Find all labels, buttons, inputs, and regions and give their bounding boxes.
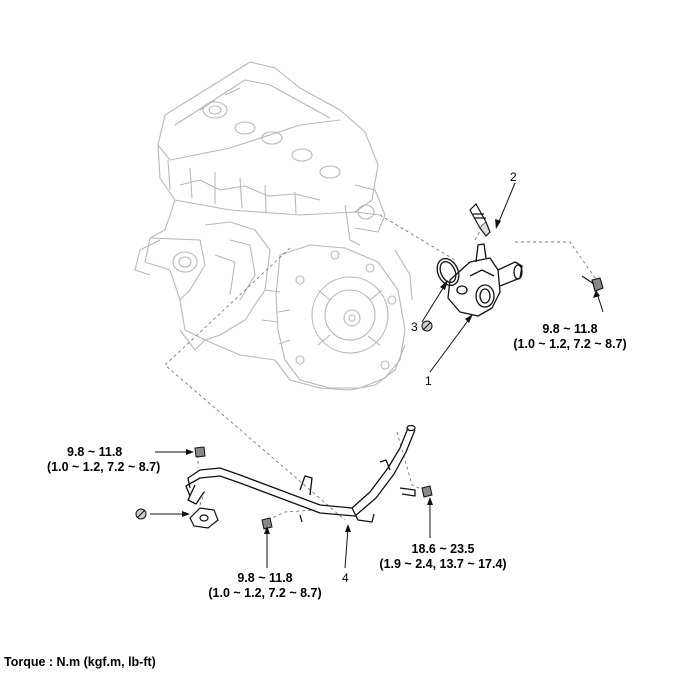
- torque-nm: 18.6 ~ 23.5: [411, 542, 475, 556]
- torque-alt: (1.0 ~ 1.2, 7.2 ~ 8.7): [513, 337, 627, 351]
- pipe-flange-gasket: [189, 507, 219, 529]
- torque-alt: (1.0 ~ 1.2, 7.2 ~ 8.7): [208, 586, 322, 600]
- water-pipe: [185, 424, 416, 523]
- torque-thermostat-bolt: 9.8 ~ 11.8 (1.0 ~ 1.2, 7.2 ~ 8.7): [505, 322, 635, 352]
- torque-units-caption: Torque : N.m (kgf.m, lb-ft): [4, 655, 156, 669]
- arrowheads: [182, 219, 600, 534]
- torque-nm: 9.8 ~ 11.8: [542, 322, 598, 336]
- non-reusable-symbol: [135, 320, 433, 520]
- part-label-1: 1: [425, 374, 432, 388]
- engine-block: [134, 61, 413, 391]
- torque-nm: 9.8 ~ 11.8: [67, 445, 123, 459]
- torque-pipe-bolt-bottom: 9.8 ~ 11.8 (1.0 ~ 1.2, 7.2 ~ 8.7): [200, 571, 330, 601]
- part-label-2: 2: [510, 170, 517, 184]
- torque-pipe-bolt-right: 18.6 ~ 23.5 (1.9 ~ 2.4, 13.7 ~ 17.4): [368, 542, 518, 572]
- thermostat-housing: [447, 243, 523, 317]
- torque-alt: (1.0 ~ 1.2, 7.2 ~ 8.7): [47, 460, 161, 474]
- torque-alt: (1.9 ~ 2.4, 13.7 ~ 17.4): [379, 557, 507, 571]
- torque-pipe-bolt-left: 9.8 ~ 11.8 (1.0 ~ 1.2, 7.2 ~ 8.7): [47, 445, 192, 475]
- torque-nm: 9.8 ~ 11.8: [237, 571, 293, 585]
- thermostat-bolt: [581, 275, 604, 292]
- leader-lines: [150, 182, 604, 569]
- pipe-bolts: [194, 446, 433, 530]
- part-label-3: 3: [411, 320, 418, 334]
- coolant-temperature-sensor: [469, 203, 491, 237]
- part-label-4: 4: [342, 571, 349, 585]
- gasket-o-ring: [436, 257, 460, 287]
